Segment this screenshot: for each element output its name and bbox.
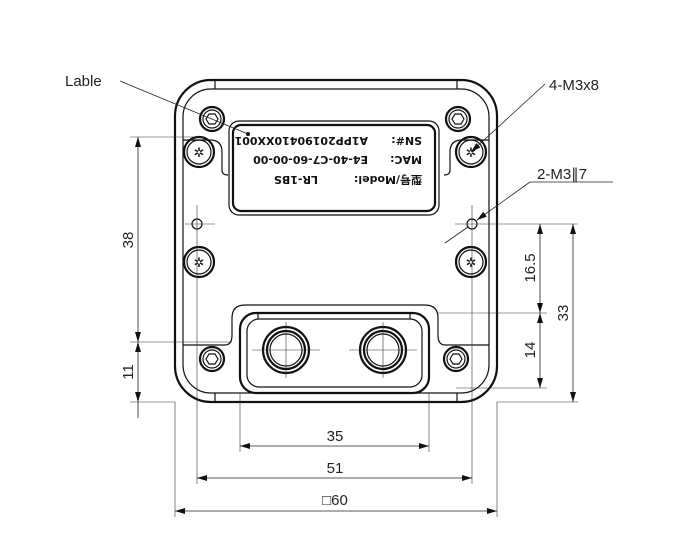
- dim-label: □60: [322, 492, 348, 509]
- torx-screw-icon: ✲: [454, 135, 488, 169]
- dimension-35: 35: [240, 428, 429, 449]
- nameplate: 型号/Model: LR-1BS MAC: E4-40-C7-60-00-00 …: [228, 120, 440, 216]
- connector-port-icon: [252, 322, 320, 378]
- dim-label: 38: [120, 232, 137, 249]
- dimension-33: 33: [555, 224, 576, 402]
- plate-model-value: LR-1BS: [274, 173, 318, 186]
- hex-screw-icon: [198, 105, 226, 133]
- hex-screw-icon: [198, 345, 226, 373]
- threaded-hole-icon: [185, 205, 215, 418]
- svg-text:✲: ✲: [194, 145, 205, 160]
- callout-holes-text: 2-M3∥7: [537, 166, 587, 183]
- plate-mac-key: MAC:: [390, 153, 422, 166]
- hex-screw-icon: [444, 105, 472, 133]
- dim-label: 35: [327, 428, 344, 445]
- dim-label: 11: [120, 364, 137, 380]
- dim-label: 33: [555, 305, 572, 322]
- dimension-14: 14: [522, 313, 543, 388]
- torx-screw-icon: ✲: [182, 245, 216, 279]
- extension-lines: [130, 136, 578, 517]
- plate-mac-value: E4-40-C7-60-00-00: [253, 153, 368, 166]
- dim-label: 14: [522, 342, 539, 359]
- connector-port-icon: [349, 322, 417, 378]
- svg-text:✲: ✲: [466, 255, 477, 270]
- dim-label: 51: [327, 460, 344, 477]
- callout-screws-text: 4-M3x8: [549, 77, 599, 94]
- hex-screw-icon: [442, 345, 470, 373]
- callout-label-text: Lable: [65, 73, 102, 90]
- torx-screw-icon: ✲: [182, 135, 216, 169]
- dimension-11: 11: [120, 342, 141, 418]
- dimension-16-5: 16.5: [522, 224, 543, 313]
- callout-screws: 4-M3x8: [470, 77, 599, 153]
- plate-model-key: 型号/Model:: [354, 173, 422, 187]
- torx-screw-icon: ✲: [454, 245, 488, 279]
- threaded-hole-icon: [455, 205, 578, 484]
- dimension-60: □60: [175, 492, 497, 514]
- callout-label: Lable: [65, 73, 249, 135]
- svg-text:✲: ✲: [466, 145, 477, 160]
- plate-sn-key: SN#:: [391, 134, 422, 147]
- connector-housing: [238, 311, 431, 395]
- plate-sn-value: A1PP20190410XX001: [235, 134, 368, 147]
- dimension-38: 38: [120, 137, 141, 342]
- dimension-51: 51: [197, 460, 472, 481]
- svg-text:✲: ✲: [194, 255, 205, 270]
- callout-holes: 2-M3∥7: [444, 166, 613, 244]
- dim-label: 16.5: [522, 253, 539, 282]
